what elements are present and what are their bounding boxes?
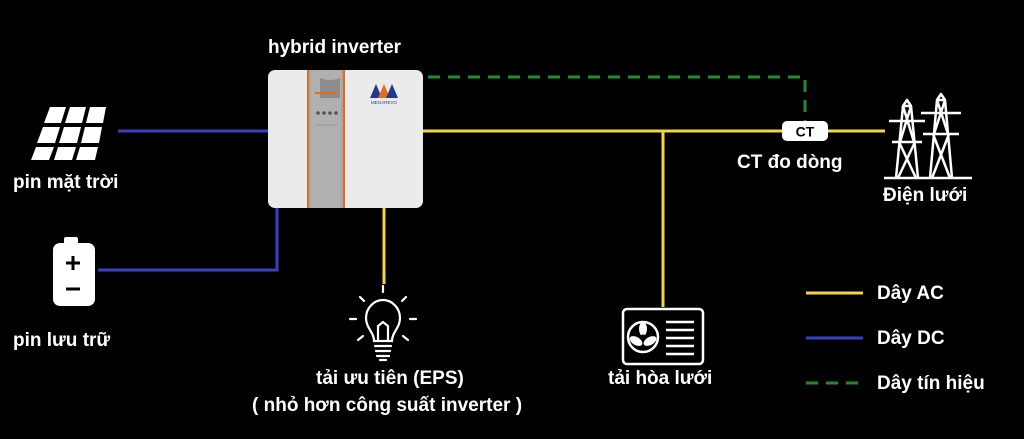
legend-signal-label: Dây tín hiệu (877, 373, 985, 394)
ct-box-label: CT (796, 124, 815, 140)
air-conditioner-icon (621, 307, 705, 366)
dc-wires (98, 129, 279, 272)
transmission-tower-icon (884, 92, 972, 180)
light-bulb-icon (348, 284, 418, 362)
inverter-brand: MEGAREVO (371, 100, 398, 105)
solar-panel-icon (31, 107, 106, 160)
solar-label: pin mặt trời (13, 172, 119, 193)
signal-wire (428, 75, 807, 122)
inverter-label: hybrid inverter (268, 37, 402, 58)
ac-wires (382, 129, 885, 307)
eps-sublabel: ( nhỏ hơn công suất inverter ) (252, 395, 523, 416)
ct-sensor (782, 121, 828, 141)
legend-dc-label: Dây DC (877, 328, 945, 349)
grid-load-label: tải hòa lưới (608, 368, 713, 389)
eps-label: tải ưu tiên (EPS) (316, 368, 464, 389)
legend-swatches (806, 291, 863, 385)
ct-label: CT đo dòng (737, 152, 843, 173)
legend-ac-label: Dây AC (877, 283, 944, 304)
grid-label: Điện lưới (883, 185, 968, 206)
inverter-icon (268, 70, 423, 208)
battery-label: pin lưu trữ (13, 330, 111, 351)
battery-icon (53, 237, 95, 306)
dc-wire-battery (98, 208, 279, 272)
